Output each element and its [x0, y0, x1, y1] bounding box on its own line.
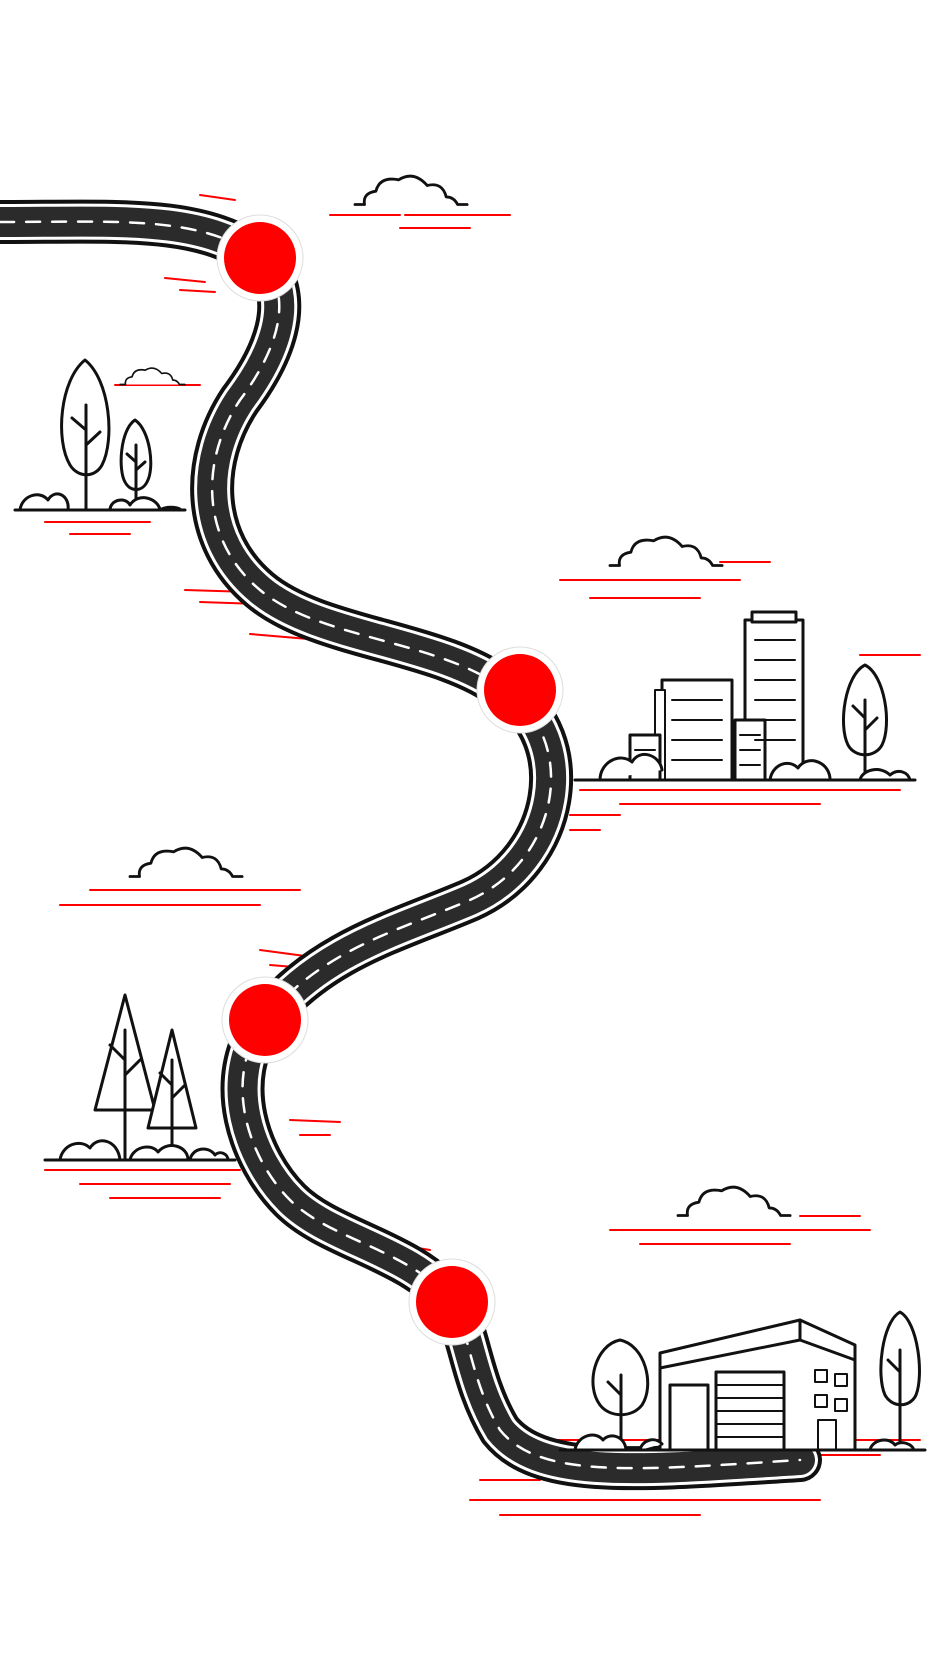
milestone-4	[408, 1258, 496, 1346]
warehouse-icon	[558, 1310, 927, 1452]
milestone-2	[476, 646, 564, 734]
pine-trees-icon	[43, 993, 237, 1162]
red-dot-icon	[484, 654, 556, 726]
city-skyline-icon	[573, 610, 917, 782]
milestone-1	[216, 214, 304, 302]
red-sketch-lines	[19, 194, 921, 1516]
road	[0, 199, 822, 1491]
cloud-icon	[353, 174, 469, 206]
cloud-icon	[119, 367, 186, 386]
milestone-3	[221, 976, 309, 1064]
red-dot-icon	[224, 222, 296, 294]
cloud-icon	[676, 1185, 792, 1217]
cloud-icon	[128, 846, 244, 878]
cloud-icon	[608, 535, 724, 567]
red-dot-icon	[416, 1266, 488, 1338]
trees-icon	[13, 358, 187, 512]
red-dot-icon	[229, 984, 301, 1056]
